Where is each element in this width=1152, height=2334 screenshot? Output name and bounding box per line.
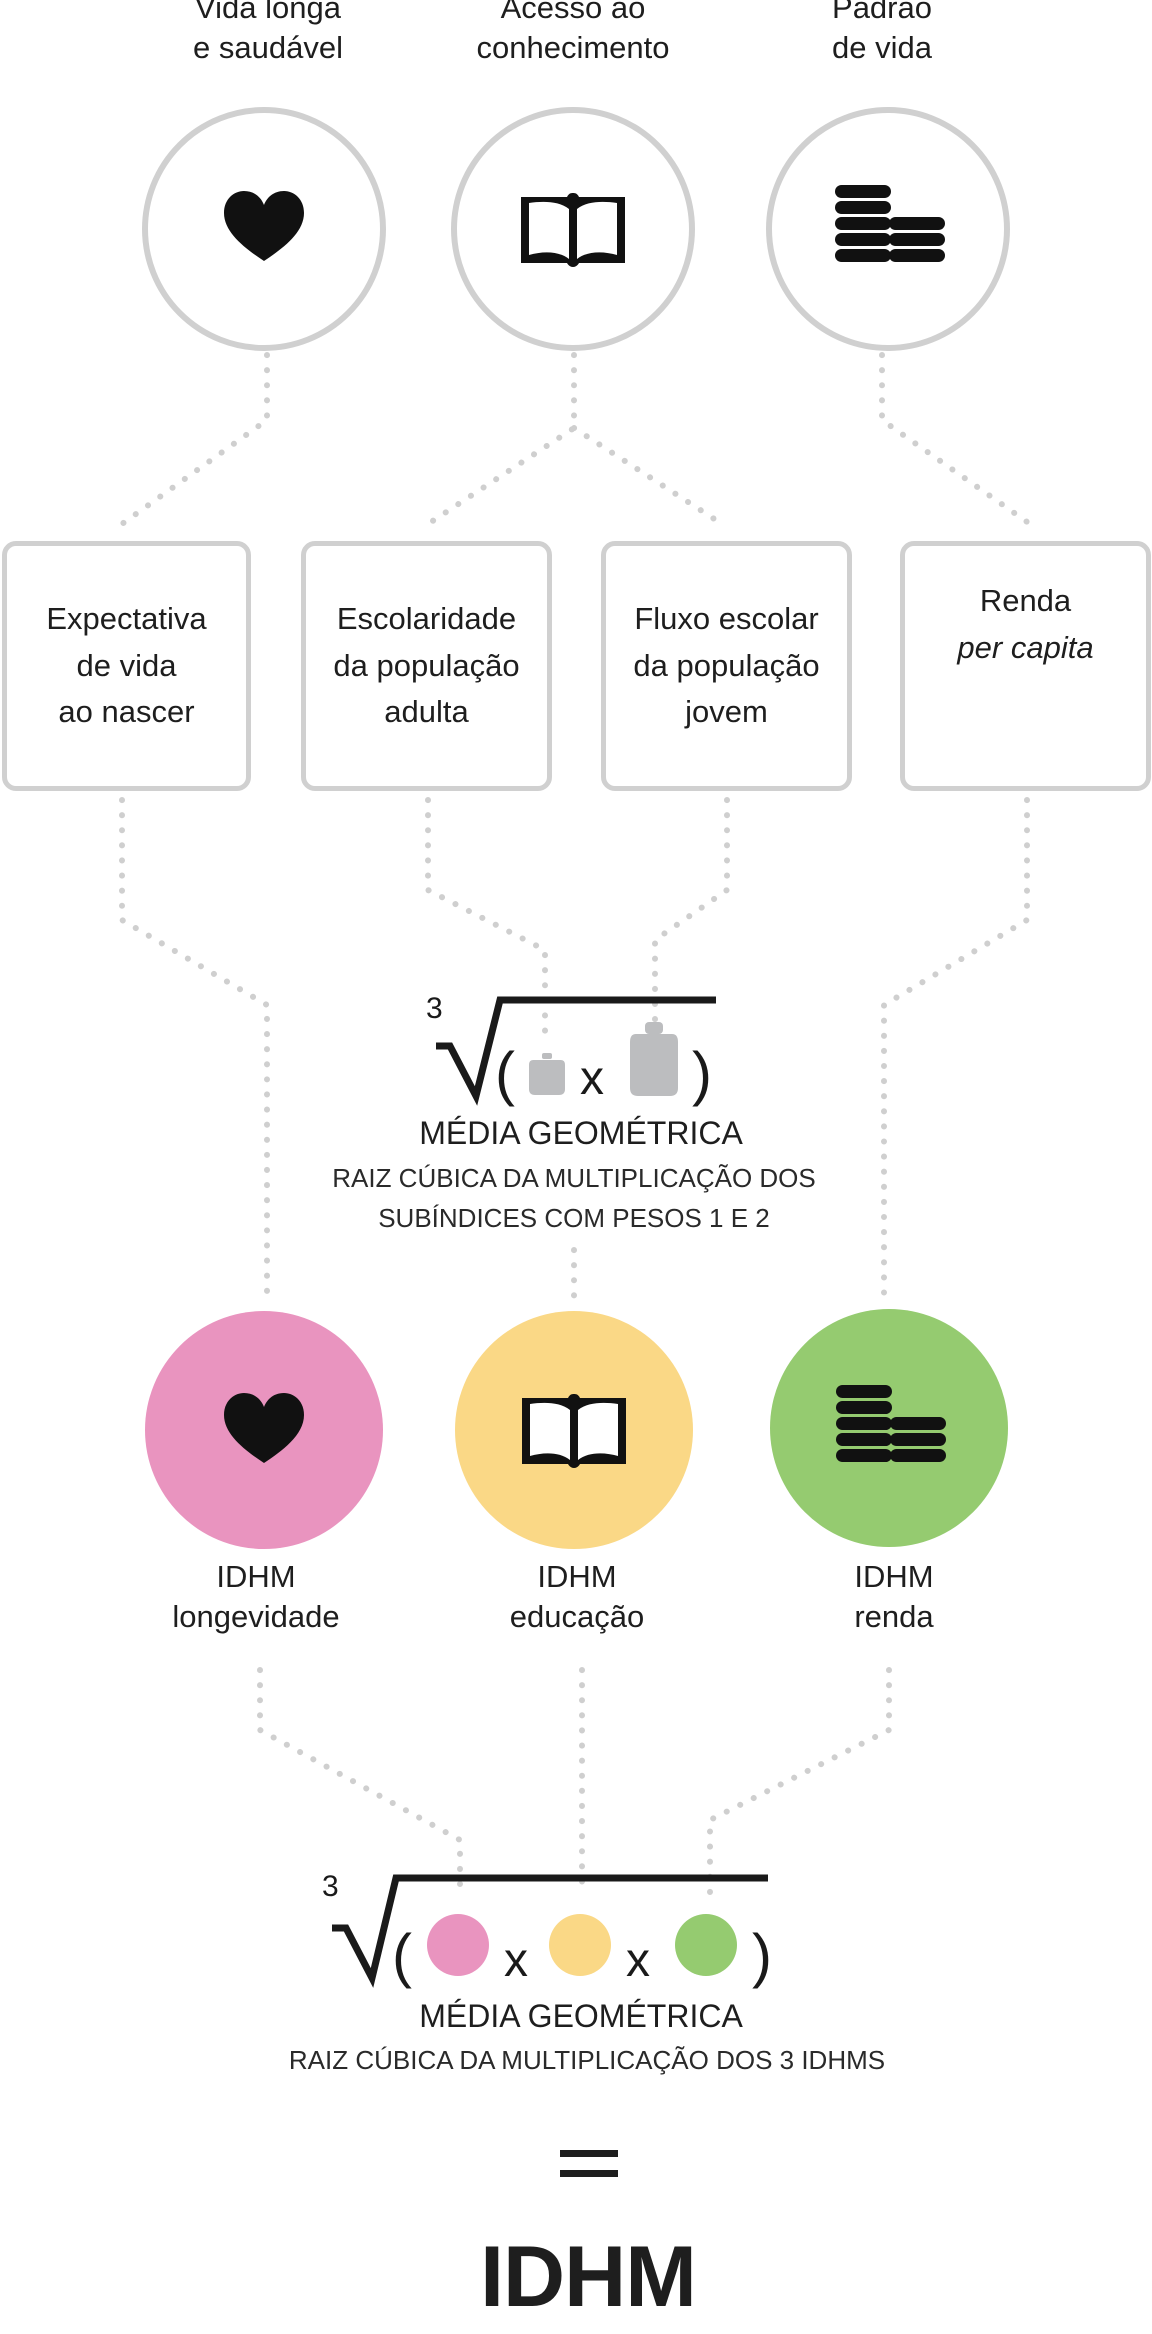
dimension-label-income: Padrão de vida xyxy=(752,0,1012,69)
formula-2-title: MÉDIA GEOMÉTRICA xyxy=(419,1998,743,2034)
connector-income-idhm-down xyxy=(707,1667,892,1898)
dimension-label-line1: Vida longa xyxy=(195,0,341,25)
yellow-dot xyxy=(549,1914,611,1976)
connector-lines xyxy=(119,352,1033,1898)
connector-young-flow-down xyxy=(652,797,730,1033)
connector-health-to-life-expectancy xyxy=(119,352,270,527)
dimension-circle-income xyxy=(766,107,1010,351)
connector-per-capita-down xyxy=(881,797,1030,1303)
equals-bar-bottom xyxy=(560,2170,618,2177)
idhm-label-line1: IDHM xyxy=(854,1559,934,1594)
idhm-label-longevity: IDHM longevidade xyxy=(126,1557,386,1638)
indicator-line1: Expectativa xyxy=(46,601,207,637)
idhm-circle-longevity xyxy=(145,1311,383,1549)
formula-2: 3 ( x x ) xyxy=(322,1870,772,1989)
connector-income-to-per-capita xyxy=(879,352,1033,527)
indicator-box-adult-schooling: Escolaridade da população adulta xyxy=(301,541,552,791)
indicator-line3: jovem xyxy=(685,694,768,730)
dimension-label-education: Acesso ao conhecimento xyxy=(443,0,703,69)
radical-index-2: 3 xyxy=(322,1870,339,1903)
close-paren-2: ) xyxy=(752,1922,772,1989)
indicator-line2: de vida xyxy=(76,647,177,683)
connector-education-to-adult-schooling xyxy=(425,352,577,527)
indicator-line2: per capita xyxy=(957,629,1094,665)
indicator-line3: adulta xyxy=(384,694,469,730)
green-dot xyxy=(675,1914,737,1976)
equals-bar-top xyxy=(560,2150,618,2157)
formula-1-subtitle-line1: RAIZ CÚBICA DA MULTIPLICAÇÃO DOS xyxy=(332,1163,816,1193)
connector-longevity-idhm-down xyxy=(257,1667,463,1898)
book-icon xyxy=(522,1394,626,1468)
result-idhm: IDHM xyxy=(480,2229,697,2325)
indicator-box-young-flow: Fluxo escolar da população jovem xyxy=(601,541,852,791)
dimension-circle-education xyxy=(451,107,695,351)
radical-index-1: 3 xyxy=(426,992,443,1025)
indicator-line1: Escolaridade xyxy=(336,601,517,637)
close-paren-1: ) xyxy=(692,1040,712,1107)
dimension-circle-health xyxy=(142,107,386,351)
indicator-box-life-expectancy: Expectativa de vida ao nascer xyxy=(2,541,251,791)
dimension-label-line2: conhecimento xyxy=(476,30,670,66)
formula-1: 3 ( x ) xyxy=(426,992,716,1107)
radical-sign-2 xyxy=(332,1874,768,1988)
indicator-line1: Renda xyxy=(979,583,1072,618)
dimension-label-line1: Acesso ao xyxy=(500,0,646,25)
idhm-label-income: IDHM renda xyxy=(764,1557,1024,1638)
formula-1-title: MÉDIA GEOMÉTRICA xyxy=(419,1115,743,1151)
formula-2-subtitle: RAIZ CÚBICA DA MULTIPLICAÇÃO DOS 3 IDHMS xyxy=(288,2045,886,2075)
idhm-label-education: IDHM educação xyxy=(447,1557,707,1638)
idhm-label-line2: longevidade xyxy=(172,1599,340,1635)
formula-1-subtitle: RAIZ CÚBICA DA MULTIPLICAÇÃO DOS SUBÍNDI… xyxy=(174,1158,974,1239)
indicator-line1: Fluxo escolar xyxy=(634,601,819,637)
radical-sign-1 xyxy=(436,996,716,1106)
indicator-line2: da população xyxy=(333,647,520,683)
book-icon xyxy=(521,193,625,267)
idhm-circle-income xyxy=(770,1309,1008,1547)
connector-education-to-young-flow xyxy=(571,425,725,527)
indicator-box-per-capita: Renda per capita xyxy=(900,541,1151,791)
weight-small-icon xyxy=(529,1053,565,1095)
idhm-circle-education xyxy=(455,1311,693,1549)
indicator-line2: da população xyxy=(633,647,820,683)
pink-dot xyxy=(427,1914,489,1976)
dimension-label-line1: Padrão xyxy=(832,0,932,25)
times-sign-1: x xyxy=(580,1052,604,1105)
dimension-label-health: Vida longa e saudável xyxy=(138,0,398,69)
connector-adult-schooling-down xyxy=(425,797,548,1043)
connector-life-expectancy-down xyxy=(119,797,270,1303)
formula-1-subtitle-line2: SUBÍNDICES COM PESOS 1 E 2 xyxy=(378,1203,770,1234)
indicator-line3: ao nascer xyxy=(58,694,195,730)
open-paren-2: ( xyxy=(392,1922,412,1989)
weight-big-icon xyxy=(630,1022,678,1096)
dimension-label-line2: e saudável xyxy=(193,30,343,66)
open-paren-1: ( xyxy=(495,1040,515,1107)
dimension-label-line2: de vida xyxy=(832,30,932,66)
idhm-label-line1: IDHM xyxy=(537,1559,617,1594)
times-sign-2a: x xyxy=(504,1934,528,1987)
times-sign-2b: x xyxy=(626,1934,650,1987)
idhm-label-line2: renda xyxy=(854,1599,934,1635)
idhm-label-line2: educação xyxy=(509,1599,645,1635)
idhm-label-line1: IDHM xyxy=(216,1559,296,1594)
